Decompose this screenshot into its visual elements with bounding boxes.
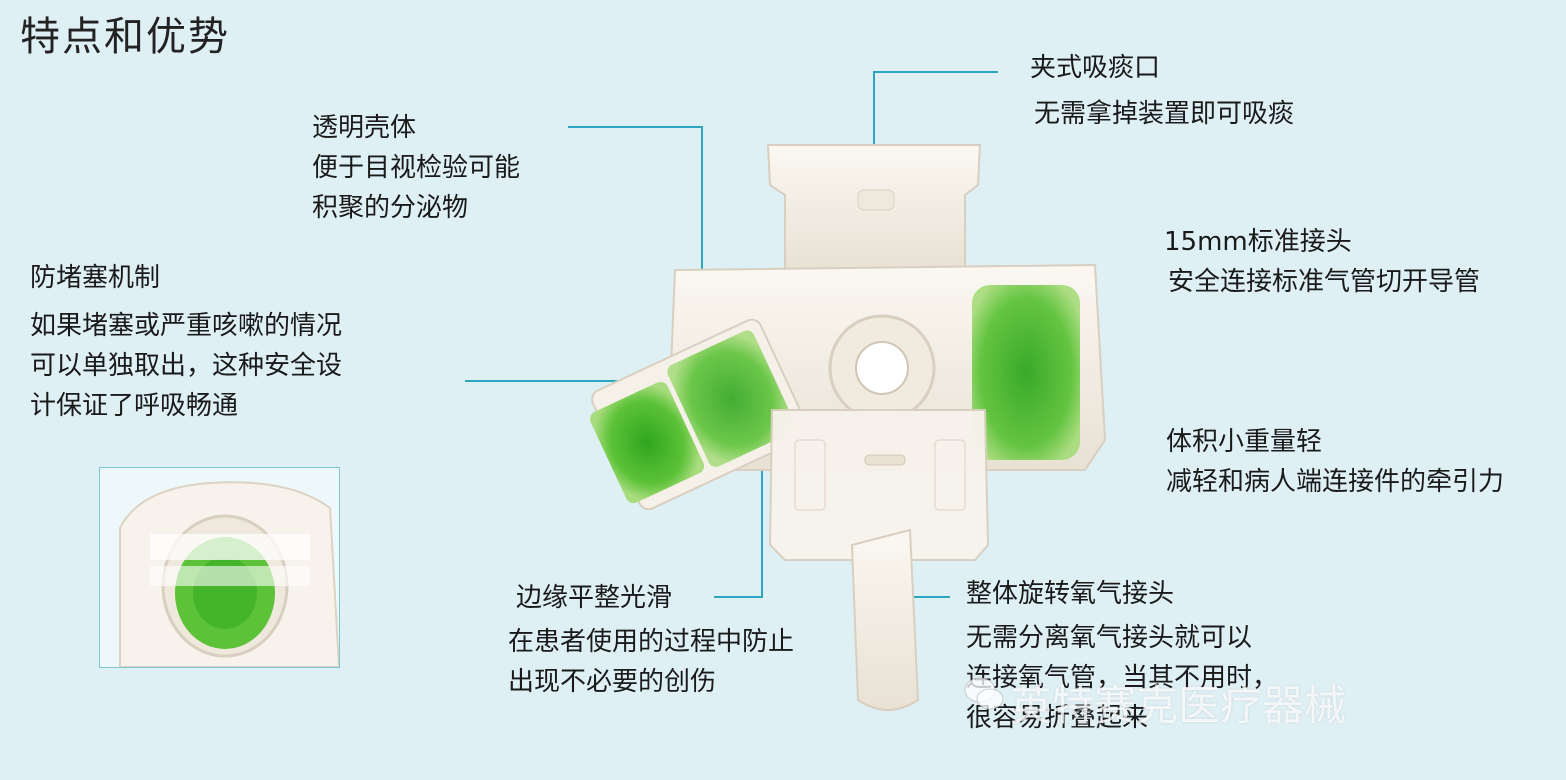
feature-lightweight-desc: 减轻和病人端连接件的牵引力 — [1166, 467, 1505, 497]
feature-anti-clog-title: 防堵塞机制 — [30, 263, 161, 293]
wechat-logo-icon — [964, 677, 1004, 710]
feature-smooth-edges: 边缘平整光滑 在患者使用的过程中防止 出现不必要的创伤 — [508, 578, 794, 702]
feature-transparent-shell: 透明壳体 便于目视检验可能 积聚的分泌物 — [312, 108, 520, 228]
feature-transparent-shell-title: 透明壳体 — [312, 113, 417, 143]
feature-transparent-shell-desc-1: 便于目视检验可能 — [312, 153, 521, 183]
feature-15mm-connector: 15mm标准接头 安全连接标准气管切开导管 — [1164, 222, 1480, 302]
feature-smooth-edges-title: 边缘平整光滑 — [516, 583, 673, 613]
feature-smooth-edges-desc-2: 出现不必要的创伤 — [508, 667, 717, 697]
feature-anti-clog: 防堵塞机制 如果堵塞或严重咳嗽的情况 可以单独取出，这种安全设 计保证了呼吸畅通 — [30, 258, 342, 426]
feature-lightweight: 体积小重量轻 减轻和病人端连接件的牵引力 — [1166, 422, 1504, 502]
feature-15mm-connector-title: 15mm标准接头 — [1164, 227, 1352, 257]
feature-lightweight-title: 体积小重量轻 — [1166, 427, 1323, 457]
inset-cartridge-drawing — [119, 481, 339, 667]
feature-suction-port-title: 夹式吸痰口 — [1030, 53, 1161, 83]
feature-15mm-connector-desc: 安全连接标准气管切开导管 — [1168, 267, 1481, 297]
page-title: 特点和优势 — [20, 14, 230, 60]
feature-suction-port-desc: 无需拿掉装置即可吸痰 — [1034, 99, 1295, 129]
feature-anti-clog-desc-3: 计保证了呼吸畅通 — [30, 391, 239, 421]
inset-cartridge-photo — [99, 467, 340, 668]
feature-rotating-oxygen-title: 整体旋转氧气接头 — [966, 579, 1175, 609]
feature-rotating-oxygen-desc-2: 连接氧气管，当其不用时， — [966, 663, 1279, 693]
feature-anti-clog-desc-1: 如果堵塞或严重咳嗽的情况 — [30, 311, 343, 341]
feature-smooth-edges-desc-1: 在患者使用的过程中防止 — [508, 627, 795, 657]
feature-transparent-shell-desc-2: 积聚的分泌物 — [312, 193, 469, 223]
feature-suction-port: 夹式吸痰口 无需拿掉装置即可吸痰 — [1030, 48, 1294, 134]
watermark: 英特赛克医疗器械 — [1010, 681, 1347, 730]
feature-rotating-oxygen-desc-1: 无需分离氧气接头就可以 — [966, 623, 1253, 653]
feature-anti-clog-desc-2: 可以单独取出，这种安全设 — [30, 351, 343, 381]
